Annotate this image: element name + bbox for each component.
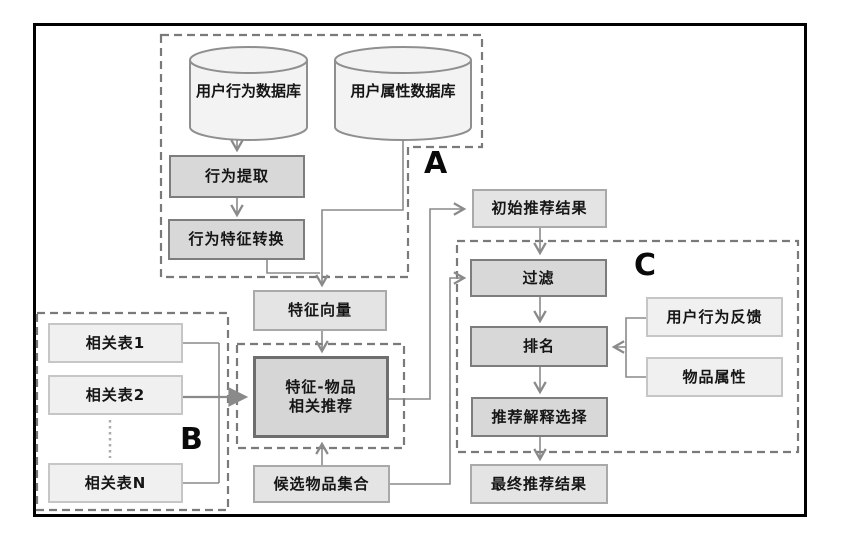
edge-convert-join: [266, 260, 320, 274]
node-rank: 排名: [470, 326, 608, 367]
node-label-line1: 特征-物品: [285, 378, 357, 397]
node-label: 最终推荐结果: [490, 474, 587, 493]
group-a-text: A: [424, 146, 448, 181]
node-user-attr-db: 用户属性数据库: [337, 68, 469, 113]
group-a-outline: [159, 33, 484, 279]
node-feature-vector: 特征向量: [253, 290, 387, 331]
node-item-attributes: 物品属性: [646, 357, 783, 397]
node-label: 行为提取: [204, 167, 269, 186]
group-c-outline: [455, 239, 800, 454]
group-label-a: A: [424, 146, 447, 181]
node-label: 候选物品集合: [273, 474, 370, 493]
node-label: 物品属性: [682, 367, 747, 386]
outer-frame: [33, 23, 807, 517]
node-label: 过滤: [522, 268, 555, 287]
node-label: 相关表2: [85, 385, 146, 404]
node-label: 用户行为数据库: [195, 82, 301, 100]
node-related-table-2: 相关表2: [48, 375, 183, 415]
node-related-table-1: 相关表1: [48, 323, 183, 363]
group-c-text: C: [634, 248, 657, 283]
node-user-behavior-db: 用户行为数据库: [192, 68, 305, 113]
node-feature-item-rec: 特征-物品 相关推荐: [253, 356, 389, 438]
group-b-text: B: [180, 422, 203, 457]
node-filter: 过滤: [470, 259, 607, 297]
node-label: 相关表N: [84, 473, 147, 492]
node-label: 相关表1: [85, 333, 146, 352]
node-initial-rec-result: 初始推荐结果: [472, 189, 607, 228]
database-cylinder-user-attr: [334, 46, 472, 141]
node-label: 初始推荐结果: [491, 199, 588, 218]
node-related-table-n: 相关表N: [48, 463, 183, 503]
node-label: 用户属性数据库: [350, 82, 456, 100]
edge-attrdb-featurevector: [315, 140, 404, 288]
node-final-rec-result: 最终推荐结果: [470, 464, 608, 504]
edge-featureitem-initial: [389, 202, 467, 400]
node-candidate-item-set: 候选物品集合: [253, 465, 390, 503]
group-label-c: C: [634, 248, 656, 283]
node-label: 排名: [522, 337, 555, 356]
edge-candidate-filter: [390, 271, 467, 485]
node-label: 用户行为反馈: [666, 307, 763, 326]
node-behavior-extract: 行为提取: [169, 155, 305, 198]
group-label-b: B: [180, 422, 203, 457]
database-cylinder-user-behavior: [189, 46, 308, 141]
node-user-behavior-feedback: 用户行为反馈: [646, 297, 783, 337]
node-label: 行为特征转换: [188, 230, 285, 249]
node-label: 推荐解释选择: [491, 407, 588, 426]
node-label: 特征向量: [287, 301, 352, 320]
node-rec-explain-select: 推荐解释选择: [471, 397, 608, 437]
node-label-line2: 相关推荐: [288, 397, 353, 415]
group-b-outline: [35, 311, 230, 512]
node-behavior-feature-convert: 行为特征转换: [168, 219, 305, 260]
edge-feedback-bracket: [625, 317, 646, 378]
